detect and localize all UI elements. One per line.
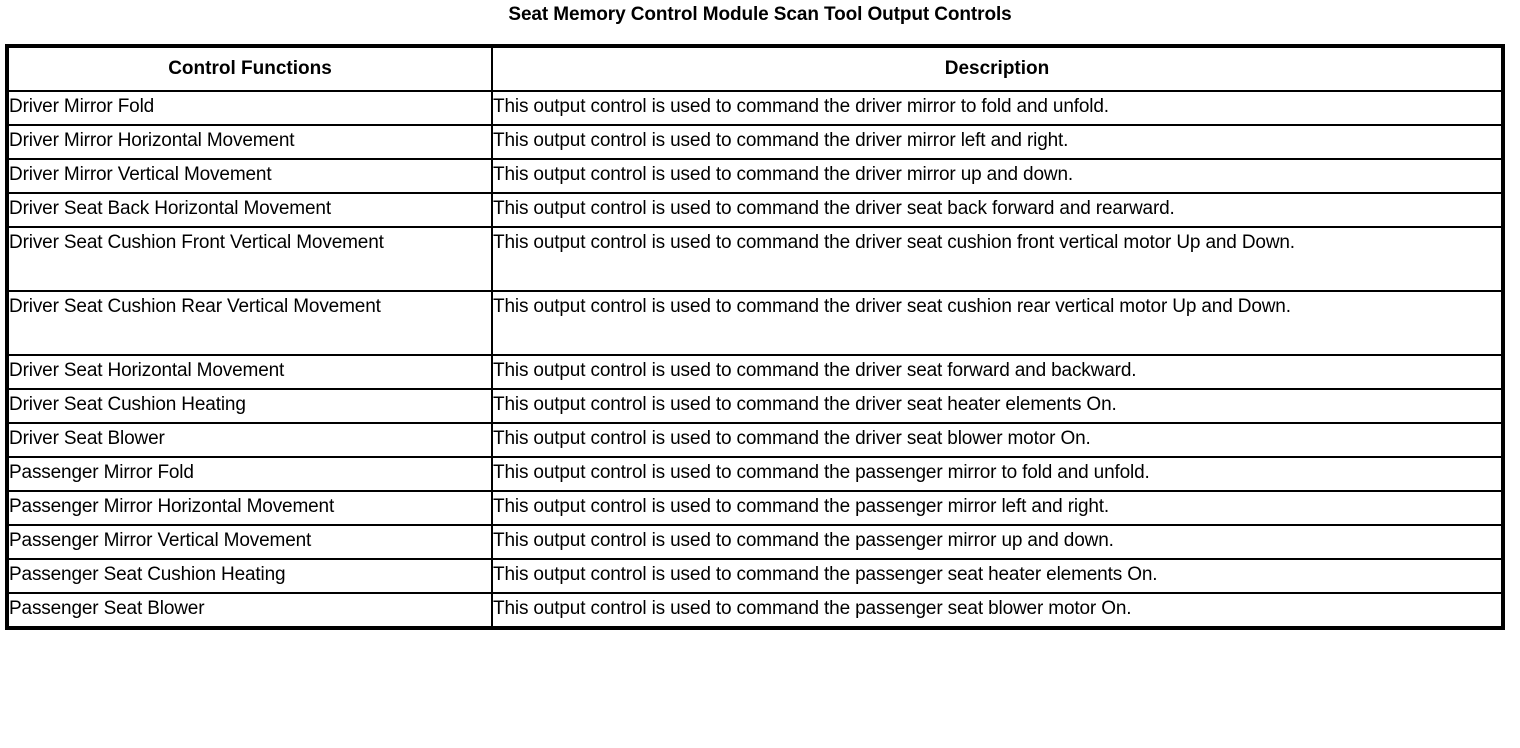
column-header-control-functions: Control Functions [6, 45, 493, 92]
table-header: Control Functions Description [6, 45, 1504, 92]
cell-control-function: Driver Mirror Horizontal Movement [6, 124, 493, 160]
column-header-description: Description [491, 45, 1504, 92]
cell-control-function: Passenger Seat Cushion Heating [6, 558, 493, 594]
cell-description: This output control is used to command t… [491, 490, 1504, 526]
table-header-row: Control Functions Description [6, 45, 1504, 92]
cell-control-function: Passenger Mirror Fold [6, 456, 493, 492]
table-row: Driver Seat Cushion Rear Vertical Moveme… [6, 290, 1504, 356]
cell-description: This output control is used to command t… [491, 524, 1504, 560]
cell-description: This output control is used to command t… [491, 558, 1504, 594]
cell-control-function: Driver Seat Blower [6, 422, 493, 458]
cell-control-function: Driver Mirror Fold [6, 90, 493, 126]
cell-control-function: Driver Mirror Vertical Movement [6, 158, 493, 194]
cell-description: This output control is used to command t… [491, 90, 1504, 126]
cell-description: This output control is used to command t… [491, 158, 1504, 194]
cell-description: This output control is used to command t… [491, 290, 1504, 356]
cell-control-function: Driver Seat Cushion Rear Vertical Moveme… [6, 290, 493, 356]
cell-description: This output control is used to command t… [491, 226, 1504, 292]
cell-description: This output control is used to command t… [491, 124, 1504, 160]
cell-description: This output control is used to command t… [491, 456, 1504, 492]
cell-description: This output control is used to command t… [491, 354, 1504, 390]
cell-control-function: Driver Seat Cushion Front Vertical Movem… [6, 226, 493, 292]
table-row: Driver Seat Cushion Front Vertical Movem… [6, 226, 1504, 292]
cell-description: This output control is used to command t… [491, 422, 1504, 458]
cell-control-function: Driver Seat Cushion Heating [6, 388, 493, 424]
cell-description: This output control is used to command t… [491, 592, 1504, 629]
cell-control-function: Passenger Mirror Vertical Movement [6, 524, 493, 560]
output-controls-table: Control Functions Description Driver Mir… [5, 44, 1505, 630]
cell-control-function: Passenger Mirror Horizontal Movement [6, 490, 493, 526]
cell-control-function: Passenger Seat Blower [6, 592, 493, 629]
cell-description: This output control is used to command t… [491, 388, 1504, 424]
cell-description: This output control is used to command t… [491, 192, 1504, 228]
cell-control-function: Driver Seat Back Horizontal Movement [6, 192, 493, 228]
cell-control-function: Driver Seat Horizontal Movement [6, 354, 493, 390]
page-title: Seat Memory Control Module Scan Tool Out… [508, 4, 1012, 25]
